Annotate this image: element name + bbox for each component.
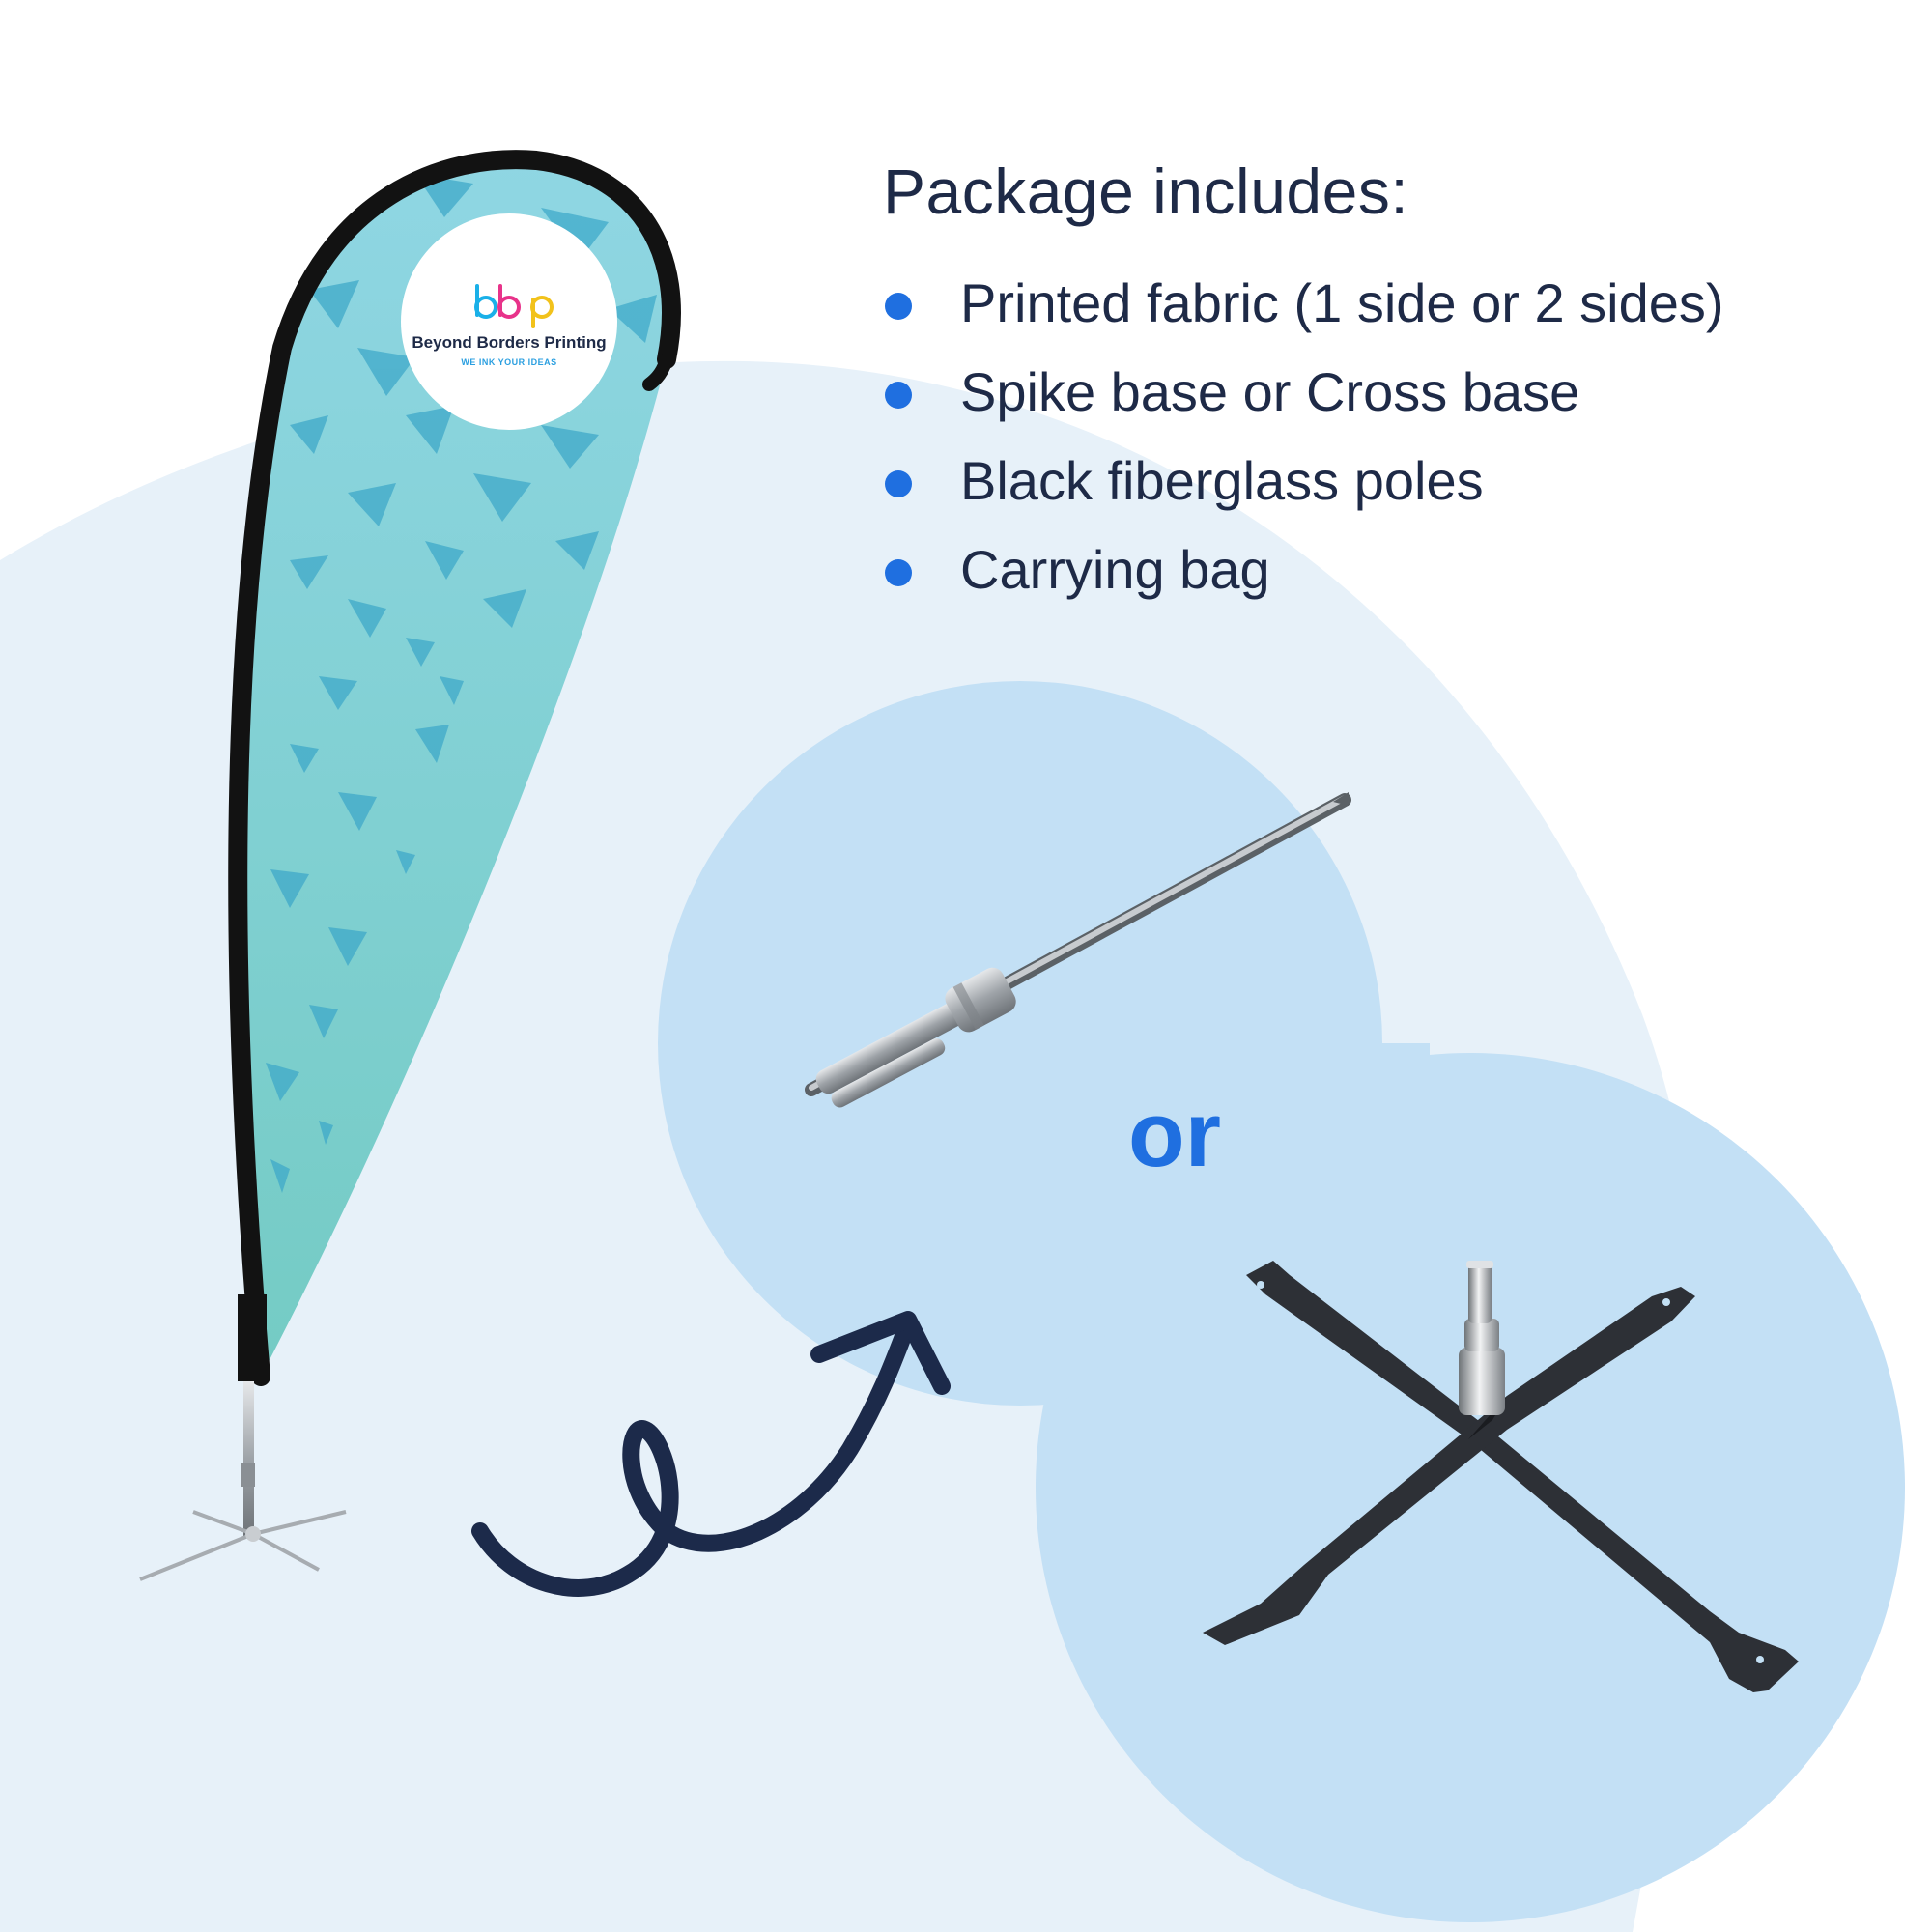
logo-badge [401,213,617,430]
bullet-icon [885,293,912,320]
bullet-icon [885,559,912,586]
package-item: Black fiberglass poles [883,450,1724,539]
package-item-label: Carrying bag [960,539,1270,600]
package-heading: Package includes: [883,155,1408,228]
brand-tagline: WE INK YOUR IDEAS [406,357,612,367]
package-items-list: Printed fabric (1 side or 2 sides) Spike… [883,272,1724,628]
package-item-label: Printed fabric (1 side or 2 sides) [960,272,1724,333]
brand-name: Beyond Borders Printing [406,333,612,353]
package-item: Carrying bag [883,539,1724,628]
bullet-icon [885,470,912,497]
bullet-icon [885,382,912,409]
package-item-label: Spike base or Cross base [960,361,1579,422]
package-item-label: Black fiberglass poles [960,450,1484,511]
or-separator: or [1128,1082,1221,1188]
package-item: Spike base or Cross base [883,361,1724,450]
package-item: Printed fabric (1 side or 2 sides) [883,272,1724,361]
